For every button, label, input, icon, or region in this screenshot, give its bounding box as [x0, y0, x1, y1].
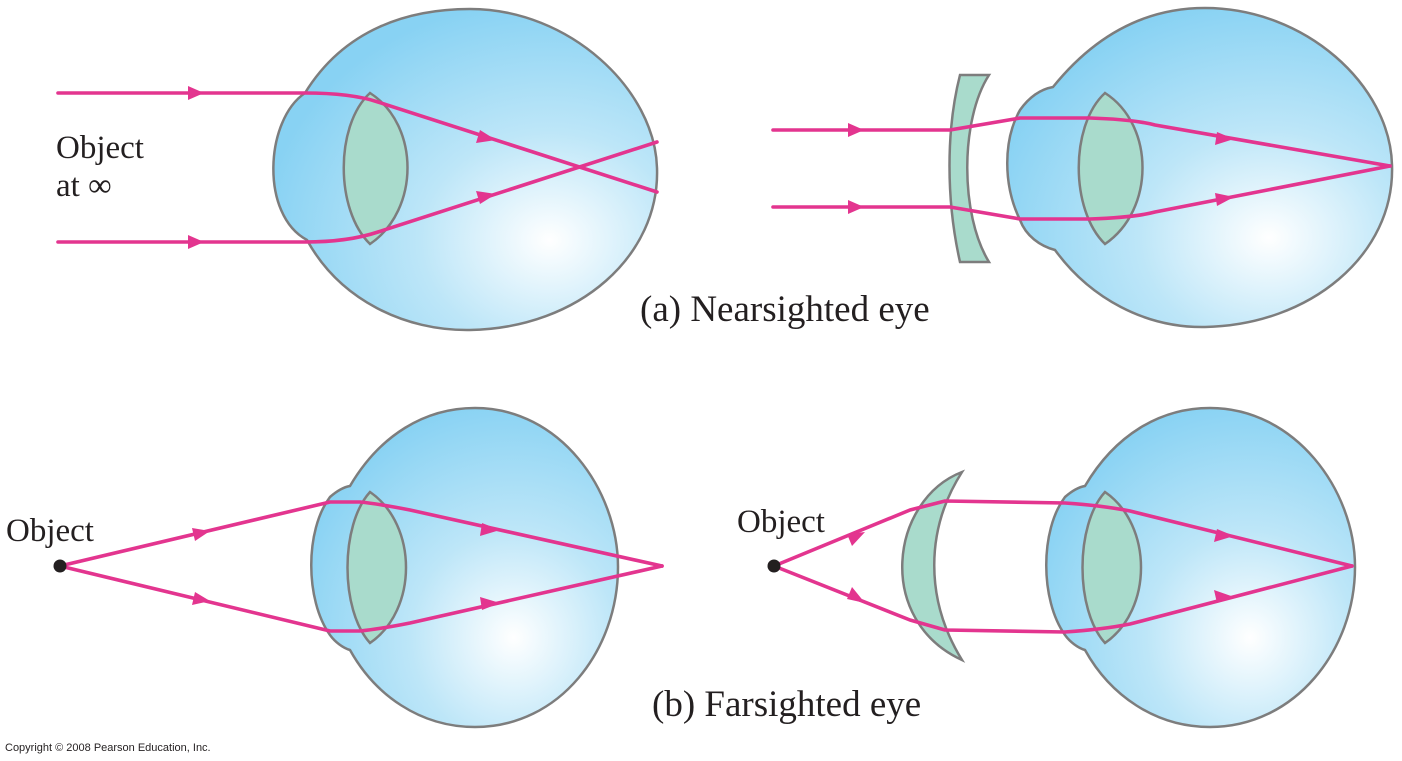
eyeball-b-corrected — [1045, 406, 1357, 729]
object-at-infinity-label-line1: Object — [56, 130, 144, 166]
arrowhead — [848, 200, 864, 214]
copyright-notice: Copyright © 2008 Pearson Education, Inc. — [5, 742, 211, 754]
ray-b-upper — [58, 500, 664, 568]
eye-lens-b-corrected — [1081, 490, 1143, 645]
ray-a-lower — [56, 140, 659, 244]
object-point-right — [767, 559, 781, 573]
caption-nearsighted: (a) Nearsighted eye — [640, 289, 930, 330]
arrowhead — [480, 597, 500, 610]
eye-lens-a-uncorrected — [342, 91, 409, 246]
arrowhead — [847, 532, 865, 546]
arrowhead — [188, 235, 204, 249]
rays-b-uncorrected — [58, 500, 664, 633]
object-at-infinity-label-line2: at ∞ — [56, 168, 112, 204]
ray-a-corrected-lower — [771, 164, 1392, 221]
ray-a-corrected-upper — [771, 116, 1392, 168]
eyeball-a-corrected — [1006, 6, 1394, 329]
arrowhead — [847, 587, 865, 603]
uncorrected-myopic-eye — [272, 7, 659, 332]
arrowhead — [192, 592, 210, 605]
panel-b-farsighted: Object Object (b) Farsighted eye — [6, 406, 1357, 729]
object-label-left: Object — [6, 513, 94, 549]
eyeball-b-uncorrected — [310, 406, 620, 729]
corrected-myopic-eye — [1006, 6, 1394, 329]
caption-farsighted: (b) Farsighted eye — [652, 684, 921, 725]
arrowhead — [188, 86, 204, 100]
uncorrected-hyperopic-eye — [310, 406, 620, 729]
arrowhead — [480, 523, 500, 536]
object-point-left — [53, 559, 67, 573]
arrowhead — [1214, 590, 1234, 603]
eye-lens-a-corrected — [1077, 91, 1144, 246]
arrowhead — [476, 130, 496, 143]
rays-a-uncorrected — [56, 86, 659, 249]
arrowhead — [848, 123, 864, 137]
ray-b-corrected-upper — [772, 499, 1354, 568]
arrowhead — [1214, 529, 1234, 542]
ray-a-upper — [56, 91, 659, 194]
diverging-corrective-lens — [948, 73, 992, 264]
object-label-right: Object — [737, 504, 825, 540]
arrowhead — [1215, 132, 1234, 145]
arrowhead — [1215, 193, 1234, 206]
rays-a-corrected — [771, 116, 1392, 221]
converging-corrective-lens — [901, 469, 966, 663]
panel-a-nearsighted: Object at ∞ (a) Nearsighted eye — [56, 6, 1394, 332]
eye-lens-b-uncorrected — [346, 490, 408, 645]
rays-b-corrected — [772, 499, 1354, 634]
ray-b-lower — [58, 564, 664, 633]
ray-b-corrected-lower — [772, 564, 1354, 634]
arrowhead — [476, 191, 496, 204]
arrowhead — [192, 528, 210, 541]
eyeball-a-uncorrected — [272, 7, 659, 332]
corrected-hyperopic-eye — [1045, 406, 1357, 729]
